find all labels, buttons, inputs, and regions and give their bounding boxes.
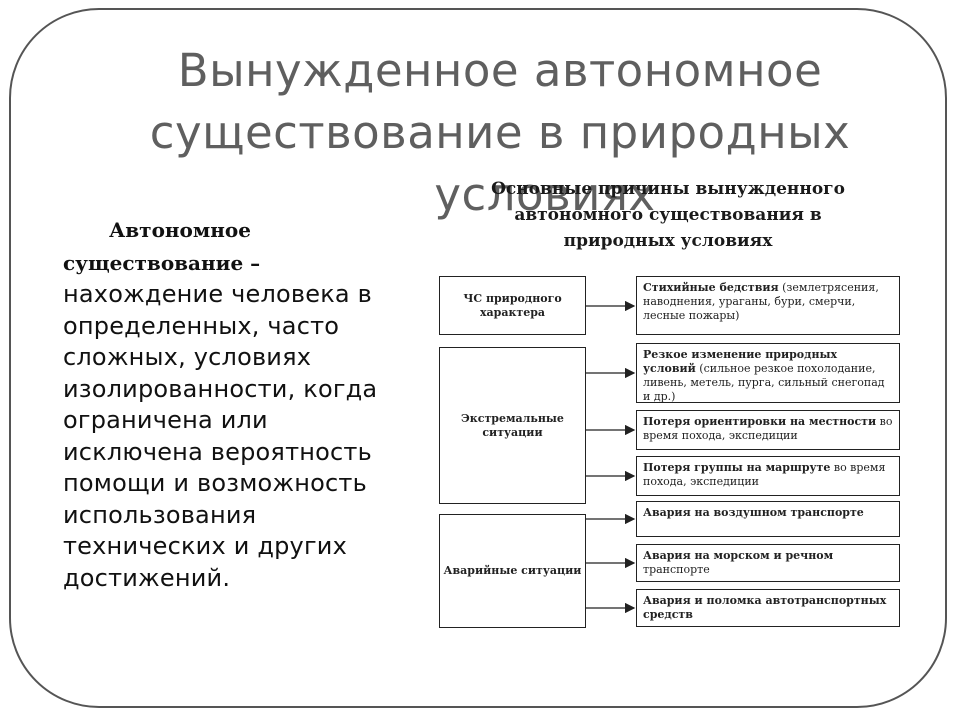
definition-term: Автономное существование – xyxy=(63,218,261,275)
category-box-extreme: Экстремальные ситуации xyxy=(439,347,586,504)
slide-title: Вынужденное автономное существование в п… xyxy=(100,40,900,226)
cause-box: Потеря группы на маршруте во время поход… xyxy=(636,456,900,496)
definition-text: нахождение человека в определенных, част… xyxy=(63,280,378,592)
title-line-2: существование в природных xyxy=(149,106,851,159)
category-box-natural: ЧС природного характера xyxy=(439,276,586,335)
title-line-1: Вынужденное автономное xyxy=(177,44,823,97)
category-box-emergency: Аварийные ситуации xyxy=(439,514,586,628)
category-label: ЧС природного характера xyxy=(463,291,562,319)
cause-box: Авария на воздушном транспорте xyxy=(636,501,900,537)
cause-box: Стихийные бедствия (землетрясения, навод… xyxy=(636,276,900,335)
category-label: Аварийные ситуации xyxy=(443,564,582,577)
category-label: Экстремальные ситуации xyxy=(461,411,564,439)
cause-box: Резкое изменение природных условий (силь… xyxy=(636,343,900,403)
cause-box: Авария на морском и речном транспорте xyxy=(636,544,900,582)
title-line-3: условиях xyxy=(434,168,656,221)
cause-box: Потеря ориентировки на местности во врем… xyxy=(636,410,900,450)
cause-box: Авария и поломка автотранспортных средст… xyxy=(636,589,900,627)
diagram-title: Основные причины вынужденного автономног… xyxy=(491,179,845,251)
definition-block: Автономное существование – нахождение че… xyxy=(63,214,393,594)
